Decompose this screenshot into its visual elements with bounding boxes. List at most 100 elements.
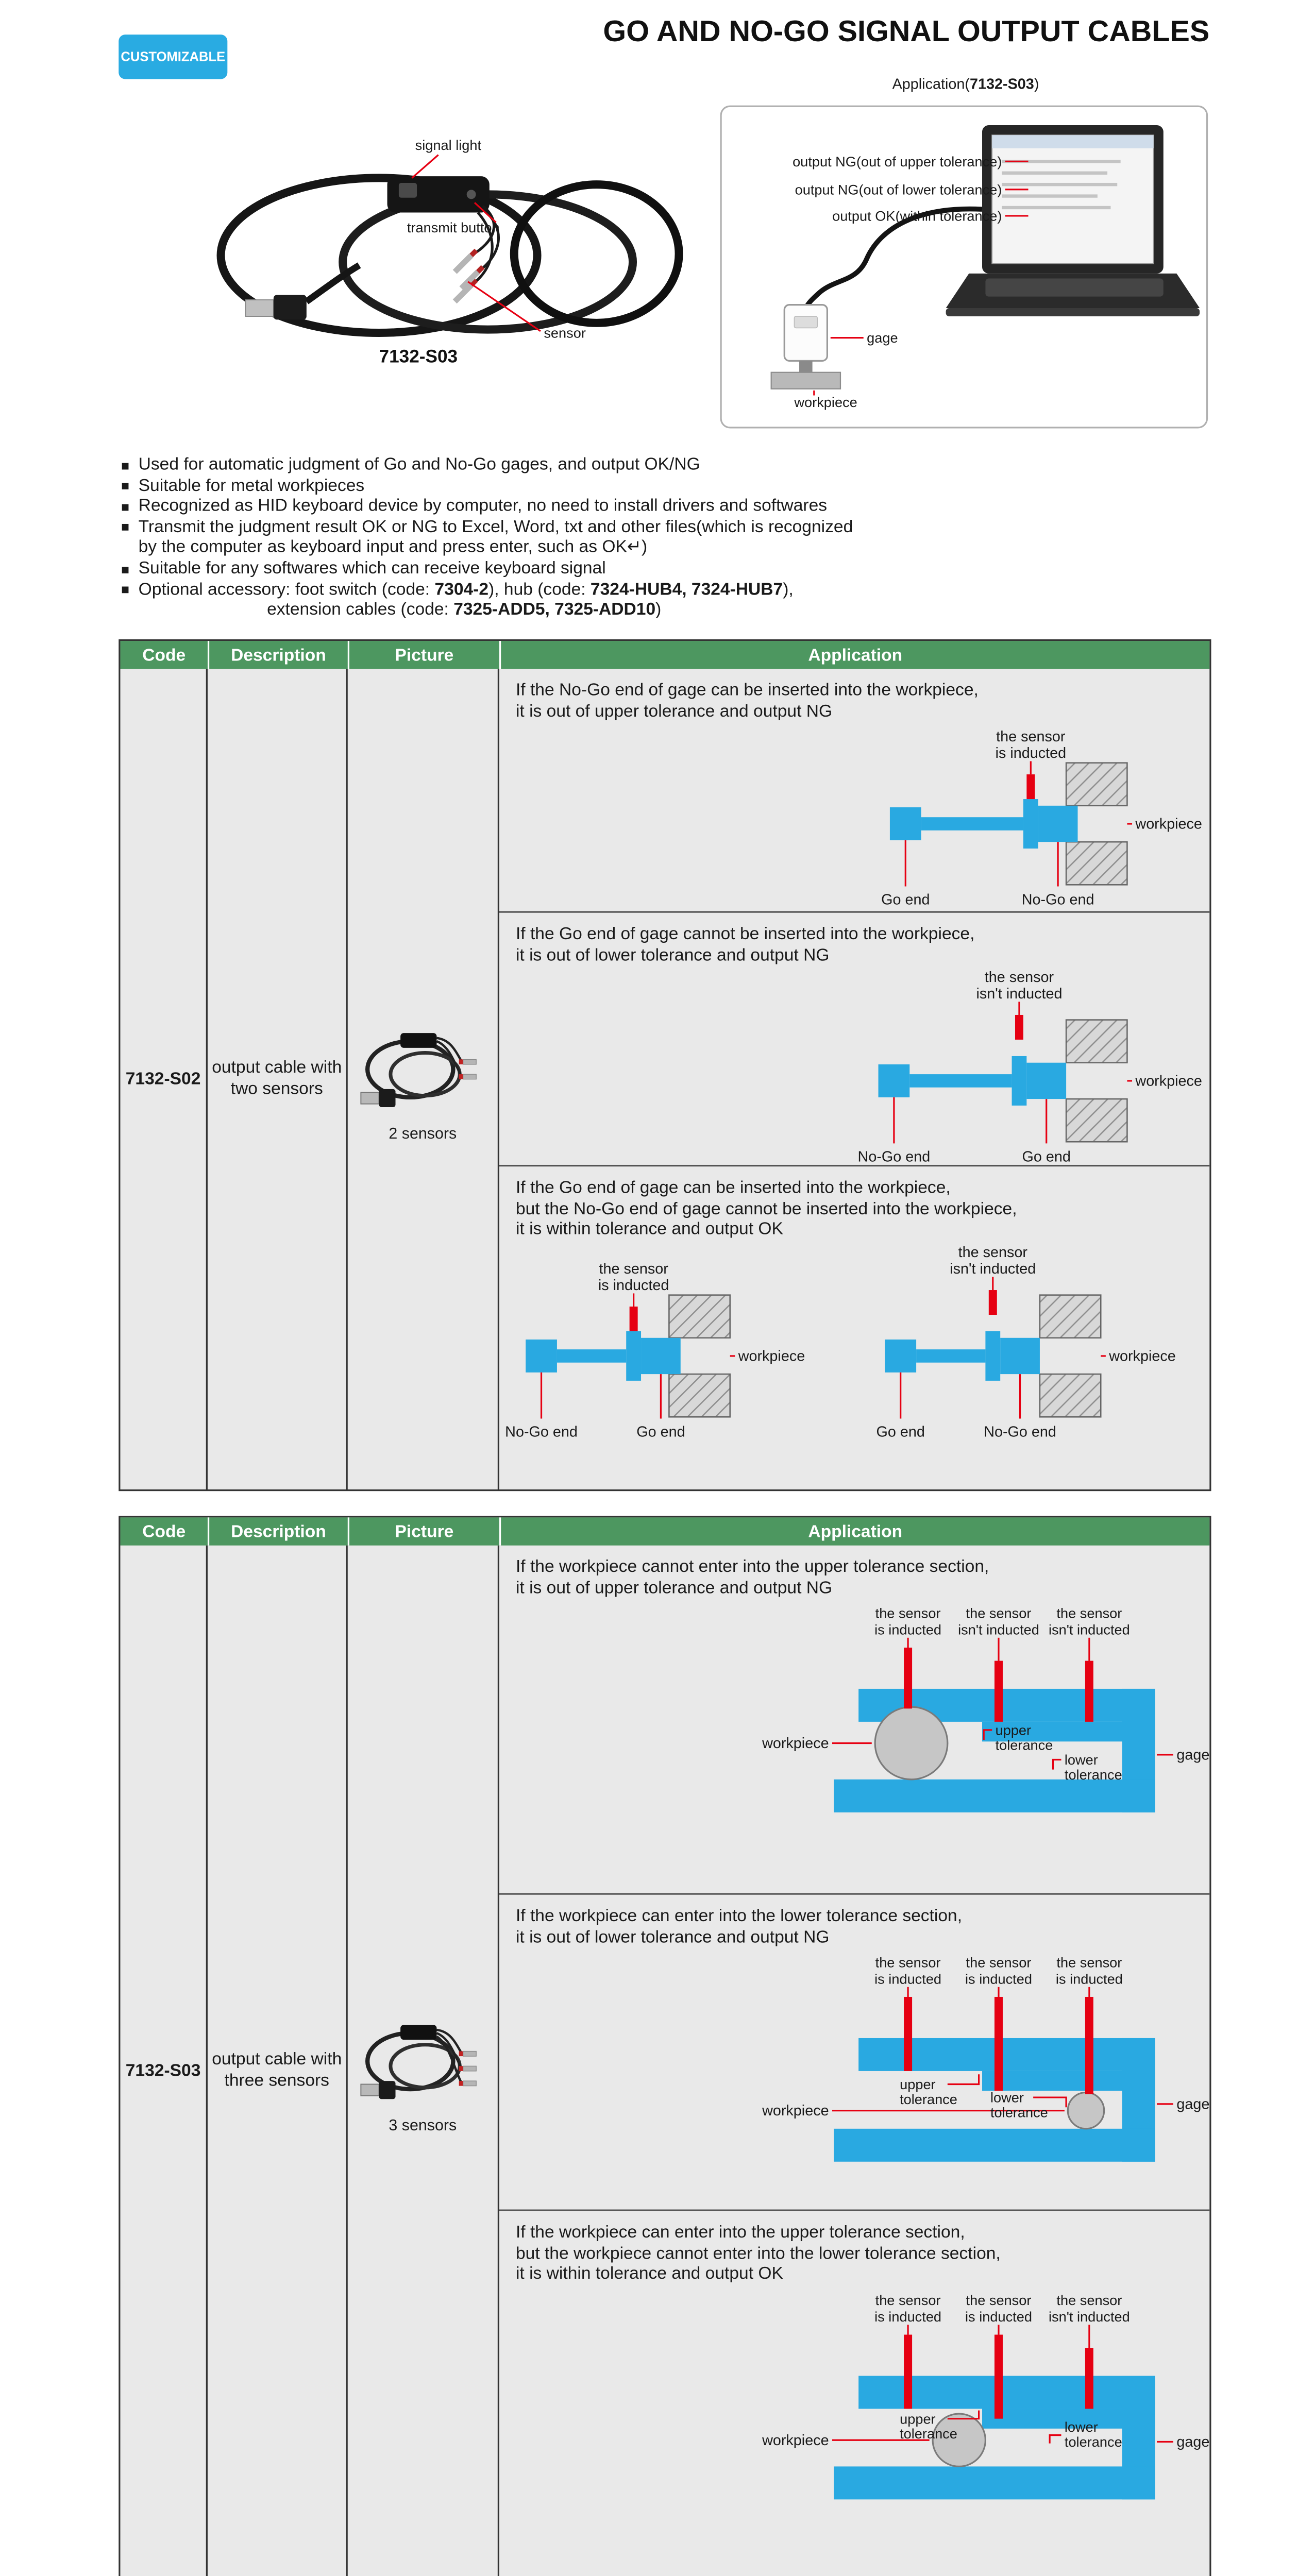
scenario-caption-line: but the workpiece cannot enter into the … <box>515 2243 1001 2263</box>
scenario-caption: If the workpiece can enter into the lowe… <box>499 1895 1209 1947</box>
workpiece-label: workpiece <box>762 2103 829 2119</box>
sensor-state-label: isn't inducted <box>1049 2308 1130 2324</box>
feature-text: Used for automatic judgment of Go and No… <box>138 454 700 475</box>
sensor-tip <box>462 2050 476 2056</box>
application-scenario: If the workpiece can enter into the uppe… <box>499 2211 1209 2576</box>
sensor-pin <box>1085 1660 1093 1722</box>
table-header-row: Code Description Picture Application <box>120 641 1210 669</box>
feature-text: 7304-2 <box>434 579 489 599</box>
sensor-state-label: isn't inducted <box>950 1260 1036 1276</box>
gage-label: gage <box>1176 1747 1209 1763</box>
application-scenario: If the Go end of gage cannot be inserted… <box>499 913 1210 1167</box>
sensor-pin <box>629 1306 638 1331</box>
tolerance-label: tolerance <box>900 2091 957 2107</box>
sensor-state-label: the sensor <box>875 1605 941 1621</box>
sensor-state-label: the sensor <box>1056 1954 1122 1970</box>
usb-plug-icon <box>245 299 274 317</box>
snap-gage-diagram: the sensor is inducted the sensor is ind… <box>762 2291 1209 2499</box>
feature-line: Suitable for metal workpieces <box>119 476 1215 496</box>
snap-gage-diagram: the sensor is inducted the sensor is ind… <box>762 1954 1209 2162</box>
sensor-label: sensor <box>544 325 586 341</box>
feature-text: ), hub (code: <box>488 579 591 599</box>
workpiece-shaft <box>874 1706 949 1781</box>
bullet-square-icon <box>122 462 129 469</box>
col-header-picture: Picture <box>347 641 499 669</box>
signal-cable <box>803 206 983 312</box>
sensor-tip <box>452 253 474 274</box>
description-value: output cable with two sensors <box>212 1058 342 1099</box>
bullet-square-icon <box>122 483 129 490</box>
col-header-code: Code <box>142 645 186 665</box>
tolerance-label: tolerance <box>1065 1767 1122 1783</box>
workpiece-label: workpiece <box>1135 816 1202 833</box>
bullet-square-icon <box>122 586 129 594</box>
workpiece-label: workpiece <box>794 394 857 410</box>
gage-end-label: No-Go end <box>984 1423 1056 1439</box>
gage-end-label: No-Go end <box>505 1423 578 1439</box>
scenario-caption: If the Go end of gage cannot be inserted… <box>499 913 1209 965</box>
scenario-caption-line: it is out of upper tolerance and output … <box>515 1578 833 1598</box>
tolerance-label: upper <box>996 1722 1032 1738</box>
workpiece-label: workpiece <box>762 2431 829 2448</box>
code-value: 7132-S03 <box>125 2061 201 2081</box>
gage-end-label: No-Go end <box>1022 892 1094 908</box>
workpiece-shaft <box>932 2412 987 2467</box>
feature-text: extension cables (code: <box>267 600 454 620</box>
sensor-state-label: the sensor <box>599 1260 668 1276</box>
sensor-state-label: is inducted <box>965 1971 1032 1987</box>
sensor-state-label: the sensor <box>958 1243 1028 1260</box>
sensor-state-label: the sensor <box>966 2291 1032 2307</box>
workpiece-shaft <box>1067 2091 1105 2130</box>
picture-caption: 3 sensors <box>389 2116 457 2135</box>
application-scenario: If the workpiece cannot enter into the u… <box>499 1546 1210 1895</box>
transmit-button-label: transmit button <box>407 219 500 235</box>
application-title-code: 7132-S03 <box>969 76 1034 93</box>
sensor-state-label: is inducted <box>996 745 1067 761</box>
plug-gage-body <box>889 799 1078 849</box>
application-scenario: If the workpiece can enter into the lowe… <box>499 1895 1210 2211</box>
plug-gage-diagram: the sensor isn't inducted No-Go end Go e… <box>858 969 1202 1165</box>
scenario-caption-line: If the workpiece cannot enter into the u… <box>515 1557 989 1577</box>
feature-line: Recognized as HID keyboard device by com… <box>119 496 1215 517</box>
transmit-button <box>466 190 476 199</box>
sensor-state-label: isn't inducted <box>1049 1621 1130 1637</box>
tolerance-label: tolerance <box>990 2104 1048 2120</box>
scenario-caption-line: it is within tolerance and output OK <box>515 2264 783 2284</box>
sensor-state-label: the sensor <box>996 728 1066 745</box>
scenario-caption: If the Go end of gage can be inserted in… <box>499 1166 1209 1240</box>
workpiece-block <box>770 371 841 389</box>
workpiece-label: workpiece <box>1135 1073 1202 1089</box>
gage-end-label: Go end <box>881 892 930 908</box>
gage-end-label: Go end <box>1022 1149 1071 1165</box>
workpiece-block <box>1065 1098 1128 1143</box>
sensor-pin <box>994 1660 1003 1722</box>
gage-label: gage <box>1176 2096 1209 2112</box>
feature-line: Optional accessory: foot switch (code: 7… <box>119 579 1215 600</box>
snap-gage-diagram: the sensor is inducted the sensor isn't … <box>762 1605 1209 1812</box>
sensor-pin <box>994 2333 1003 2418</box>
sensor-pin <box>1026 774 1035 800</box>
sensor-pin <box>904 2333 913 2408</box>
output-callout-label: output NG(out of upper tolerance) <box>793 154 1002 170</box>
bullet-square-icon <box>122 566 129 573</box>
feature-line: Suitable for any softwares which can rec… <box>119 558 1215 579</box>
sensor-tip <box>462 2065 476 2071</box>
cable-picture-2-sensors <box>359 1032 476 1107</box>
product-model-label: 7132-S03 <box>379 347 458 368</box>
feature-text: 7324-HUB4, 7324-HUB7 <box>590 579 783 599</box>
gage-end-label: Go end <box>636 1423 685 1439</box>
application-box-title: Application(7132-S03) <box>720 76 1211 92</box>
plug-gage-body <box>526 1330 681 1380</box>
output-callout-label: output NG(out of lower tolerance) <box>795 181 1002 197</box>
tolerance-label: tolerance <box>900 2425 957 2441</box>
spec-table-7132-s03: Code Description Picture Application 713… <box>119 1516 1211 2576</box>
tolerance-label: tolerance <box>996 1737 1053 1753</box>
sensor-pin <box>1015 1014 1023 1040</box>
gage-end-label: Go end <box>876 1423 925 1439</box>
sensor-pin <box>988 1289 997 1314</box>
tolerance-label: upper <box>900 2410 936 2426</box>
sensor-state-label: is inducted <box>965 2308 1032 2324</box>
customizable-badge: CUSTOMIZABLE <box>119 35 228 79</box>
scenario-caption-line: it is out of lower tolerance and output … <box>515 1927 830 1947</box>
